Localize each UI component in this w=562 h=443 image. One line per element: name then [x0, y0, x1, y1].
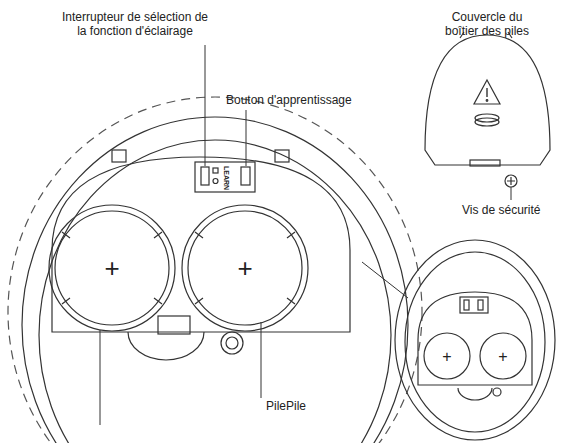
part-label: PilePile	[266, 399, 356, 413]
polarity-mark: +	[442, 347, 451, 366]
polarity-mark: +	[104, 253, 119, 284]
part-label: Interrupteur de sélection de la fonction…	[60, 10, 210, 38]
polarity-mark: +	[498, 347, 507, 366]
part-label: Bouton d'apprentissage	[226, 93, 376, 107]
part-label: Vis de sécurité	[462, 203, 557, 217]
polarity-mark: +	[237, 253, 252, 284]
button-marking: LEARN	[222, 166, 230, 190]
part-label: Couvercle du boîtier des piles	[437, 10, 537, 38]
